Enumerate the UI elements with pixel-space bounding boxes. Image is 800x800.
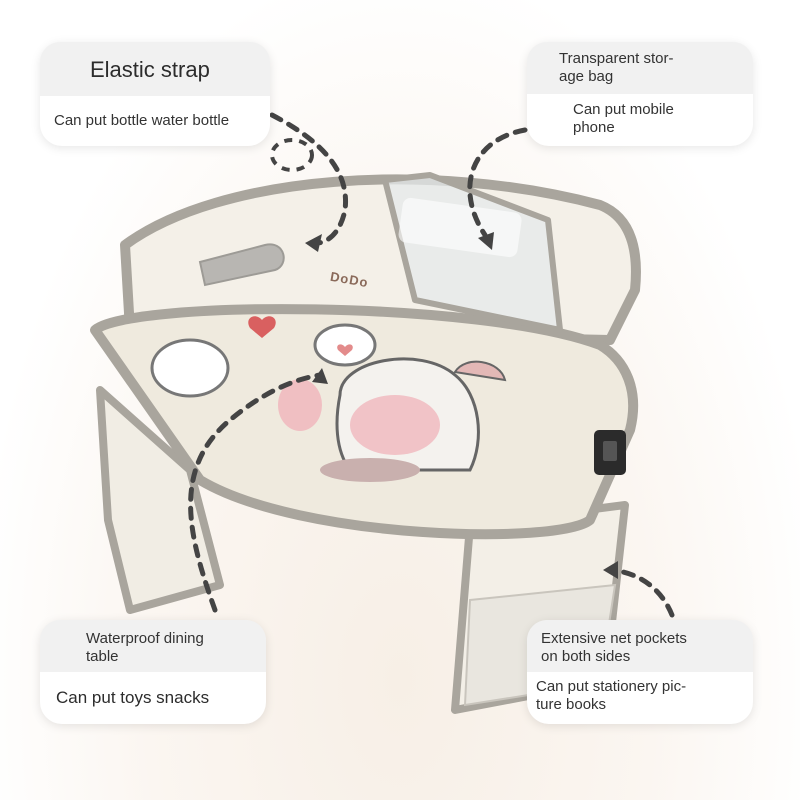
tray-left-side-panel [96, 386, 224, 614]
arrow-to-storage-bag [467, 127, 528, 238]
callout-net-pockets: Extensive net pockets on both sides Can … [527, 620, 753, 724]
dining-table-title: Waterproof dining table [86, 630, 204, 665]
callout-net-pockets-header [527, 620, 753, 672]
net-pockets-description: Can put stationery pic- ture books [536, 678, 687, 713]
elastic-strap [198, 243, 285, 287]
heart-decoration [248, 316, 276, 338]
bunny-face-decoration [150, 338, 230, 398]
storage-bag-title: Transparent stor- age bag [559, 50, 674, 85]
elastic-strap-title: Elastic strap [90, 57, 210, 82]
callout-elastic-strap-header [40, 42, 270, 96]
arrow-to-net-pockets [607, 567, 675, 618]
callout-dining-table-header [40, 620, 266, 672]
storage-bag-description: Can put mobile phone [573, 101, 674, 136]
beanie-hat [453, 360, 507, 382]
arrow-to-elastic-strap [269, 112, 349, 246]
elastic-strap-description: Can put bottle water bottle [54, 112, 230, 129]
net-pockets-title: Extensive net pockets on both sides [541, 630, 687, 665]
cloud-bubble-decoration [313, 323, 377, 367]
callout-storage-bag-header [527, 42, 753, 94]
dining-table-description: Can put toys snacks [56, 688, 210, 707]
arrowheads [305, 232, 618, 579]
callout-dining-table: Waterproof dining table Can put toys sna… [40, 620, 266, 724]
callout-elastic-strap: Elastic strap Can put bottle water bottl… [40, 42, 270, 146]
arrow-to-dining-table [188, 372, 323, 613]
callout-storage-bag: Transparent stor- age bag Can put mobile… [527, 42, 753, 146]
swirl-decoration [270, 138, 314, 172]
